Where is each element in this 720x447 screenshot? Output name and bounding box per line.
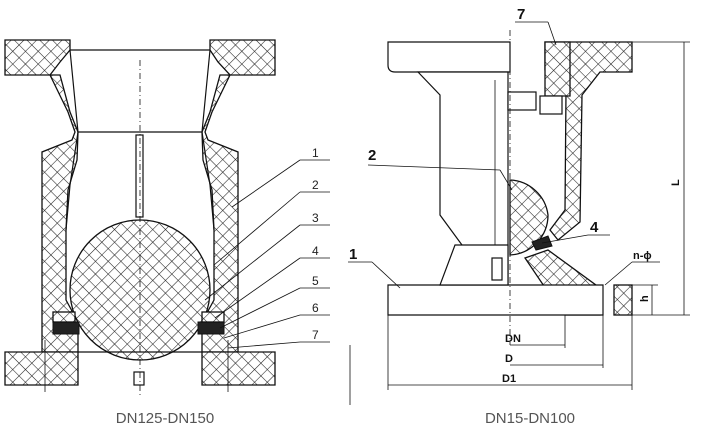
right-leader-7b (547, 21, 557, 46)
right-leader-1b (371, 261, 401, 289)
left-top-flange-right (209, 39, 276, 76)
right-top-flange (387, 41, 511, 73)
left-bottom-flange-right (201, 351, 276, 386)
right-leader-2 (367, 164, 501, 171)
part-label-7: 7 (312, 328, 319, 342)
left-bottom-notch (133, 371, 145, 386)
right-bottom-flange-bolt (613, 284, 633, 316)
leader-5 (219, 287, 301, 329)
dim-nphi-text: n-ϕ (633, 250, 652, 262)
left-body-wall-left (41, 74, 79, 353)
dim-D-text: D (505, 353, 513, 365)
left-top-flange-left (4, 39, 71, 76)
right-cover-piece (544, 41, 571, 97)
dim-nphi-leader (604, 261, 633, 286)
left-seat-right (201, 311, 225, 323)
dim-DN-text: DN (505, 333, 521, 345)
left-valve-section: 1 2 3 4 5 6 7 (4, 39, 330, 395)
dim-L-text: L (670, 179, 682, 186)
left-seat-left (52, 311, 76, 323)
leader-2 (213, 191, 301, 266)
leader-3 (204, 224, 301, 301)
right-part-label-2: 2 (368, 147, 376, 164)
leader-7 (227, 341, 301, 349)
left-figure-caption: DN125-DN150 (115, 410, 215, 427)
dim-D1-text: D1 (502, 373, 516, 385)
right-stem-block-a (507, 91, 537, 111)
right-part-label-7: 7 (517, 6, 525, 23)
part-label-1: 1 (312, 146, 319, 160)
part-label-6: 6 (312, 301, 319, 315)
leader-4 (214, 257, 301, 319)
right-figure-caption: DN15-DN100 (484, 410, 576, 427)
right-lower-stub (491, 257, 503, 281)
left-bottom-flange-left (4, 351, 79, 386)
part-label-2: 2 (312, 178, 319, 192)
right-stem-block-b (539, 95, 563, 115)
left-seal-ring-left (52, 321, 80, 335)
left-body-wall-right (201, 74, 239, 353)
right-bottom-flange (387, 284, 604, 316)
right-part-label-4: 4 (590, 219, 599, 236)
part-label-4: 4 (312, 244, 319, 258)
part-label-5: 5 (312, 274, 319, 288)
right-part-label-1: 1 (349, 246, 357, 263)
leader-1 (231, 159, 301, 208)
leader-6 (223, 314, 301, 339)
part-label-3: 3 (312, 211, 319, 225)
right-ball-half (509, 179, 549, 256)
right-lower-cone (439, 244, 509, 286)
left-stem (135, 134, 144, 218)
dim-h-text: h (639, 295, 651, 302)
left-cavity-outline (65, 49, 215, 231)
right-leader-4 (541, 234, 589, 244)
right-leader-2b (499, 169, 513, 191)
right-valve-section: L h n-ϕ DN D D1 7 2 4 1 (348, 6, 690, 390)
